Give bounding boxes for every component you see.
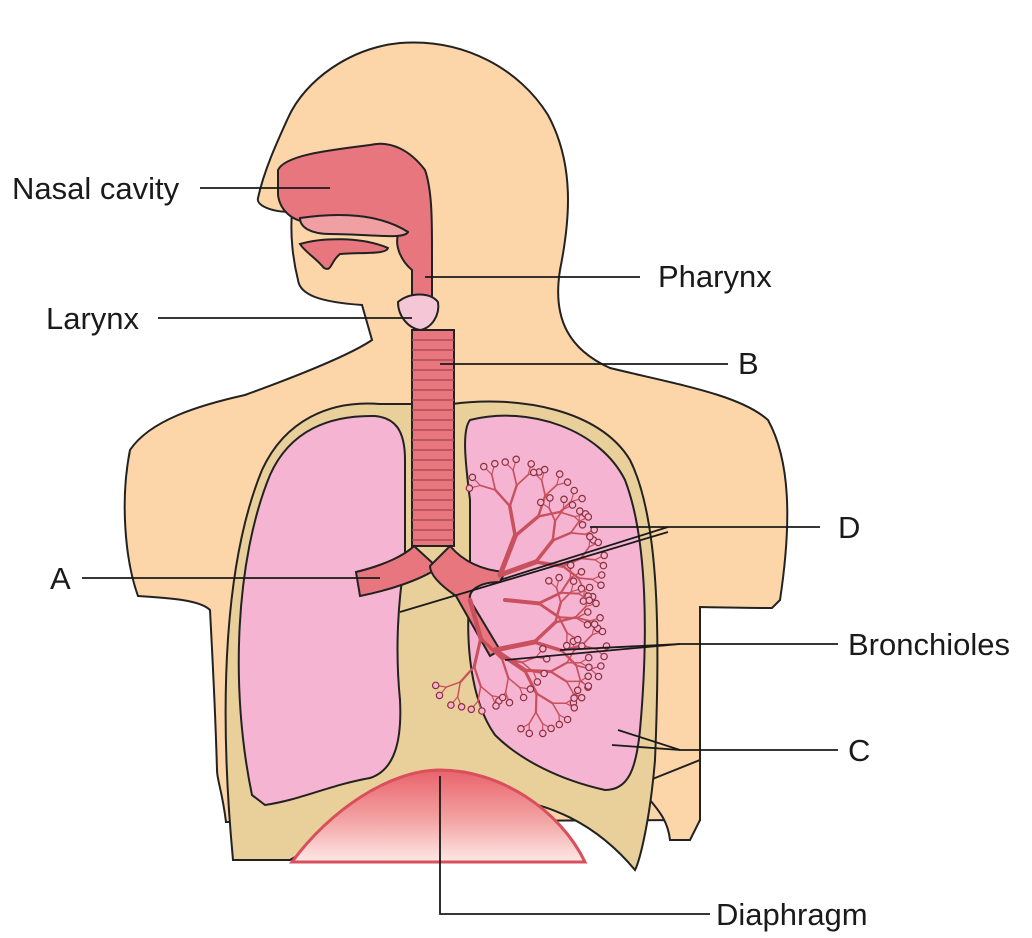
alveolus: [556, 721, 562, 727]
alveolus: [586, 597, 592, 603]
alveolus: [564, 479, 570, 485]
label-larynx: Larynx: [46, 301, 140, 336]
label-diaphragm: Diaphragm: [716, 897, 868, 932]
alveolus: [528, 461, 534, 467]
alveolus: [577, 508, 583, 514]
alveolus: [433, 682, 439, 688]
alveolus: [540, 646, 546, 652]
alveolus: [585, 609, 591, 615]
alveolus: [585, 514, 591, 520]
alveolus: [469, 474, 475, 480]
trachea: [412, 330, 454, 546]
alveolus: [506, 699, 512, 705]
alveolus: [579, 695, 585, 701]
alveolus: [586, 664, 592, 670]
alveolus: [540, 730, 546, 736]
alveolus: [575, 687, 581, 693]
alveolus: [571, 705, 577, 711]
alveolus: [599, 628, 605, 634]
alveolus: [541, 670, 547, 676]
alveolus: [597, 615, 603, 621]
alveolus: [557, 471, 563, 477]
alveolus: [601, 552, 607, 558]
alveolus: [479, 708, 485, 714]
alveolus: [595, 673, 601, 679]
alveolus: [500, 694, 506, 700]
alveolus: [513, 456, 519, 462]
trachea-rings: [412, 340, 454, 540]
alveolus: [520, 694, 526, 700]
alveolus: [527, 686, 533, 692]
alveolus: [598, 582, 604, 588]
alveolus: [556, 574, 562, 580]
alveolus: [587, 534, 593, 540]
alveolus: [586, 584, 592, 590]
alveolus: [546, 578, 552, 584]
alveolus: [548, 725, 554, 731]
alveolus: [518, 726, 524, 732]
alveolus: [584, 622, 590, 628]
alveolus: [526, 730, 532, 736]
label-pharynx: Pharynx: [658, 259, 772, 294]
label-bronchioles: Bronchioles: [848, 627, 1010, 662]
alveolus: [579, 495, 585, 501]
alveolus: [595, 539, 601, 545]
alveolus: [586, 654, 592, 660]
alveolus: [561, 496, 567, 502]
alveolus: [570, 578, 576, 584]
alveolus: [481, 463, 487, 469]
alveolus: [502, 459, 508, 465]
alveolus: [598, 663, 604, 669]
alveolus: [436, 692, 442, 698]
alveolus: [585, 683, 591, 689]
alveolus: [579, 522, 585, 528]
alveolus: [578, 569, 584, 575]
alveolus: [493, 703, 499, 709]
alveolus: [458, 704, 464, 710]
alveolus: [591, 621, 597, 627]
alveolus: [564, 716, 570, 722]
alveolus: [492, 461, 498, 467]
alveolus: [542, 466, 548, 472]
bronchiole: [559, 617, 577, 618]
alveolus: [568, 562, 574, 568]
alveolus: [466, 485, 472, 491]
alveolus: [534, 679, 540, 685]
alveolus: [448, 702, 454, 708]
label-a: A: [50, 561, 71, 596]
alveolus: [547, 495, 553, 501]
alveolus: [538, 499, 544, 505]
alveolus: [571, 487, 577, 493]
label-c: C: [848, 733, 870, 768]
bronchiole: [561, 593, 579, 594]
alveolus: [531, 469, 537, 475]
alveolus: [600, 562, 606, 568]
label-b: B: [738, 346, 759, 381]
alveolus: [571, 695, 577, 701]
label-d: D: [838, 510, 860, 545]
alveolus: [599, 572, 605, 578]
label-nasal-cavity: Nasal cavity: [12, 171, 180, 206]
alveolus: [593, 600, 599, 606]
alveolus: [575, 636, 581, 642]
alveolus: [564, 642, 570, 648]
alveolus: [585, 673, 591, 679]
alveolus: [569, 502, 575, 508]
alveolus: [601, 653, 607, 659]
bronchiole: [536, 693, 537, 712]
alveolus: [468, 706, 474, 712]
